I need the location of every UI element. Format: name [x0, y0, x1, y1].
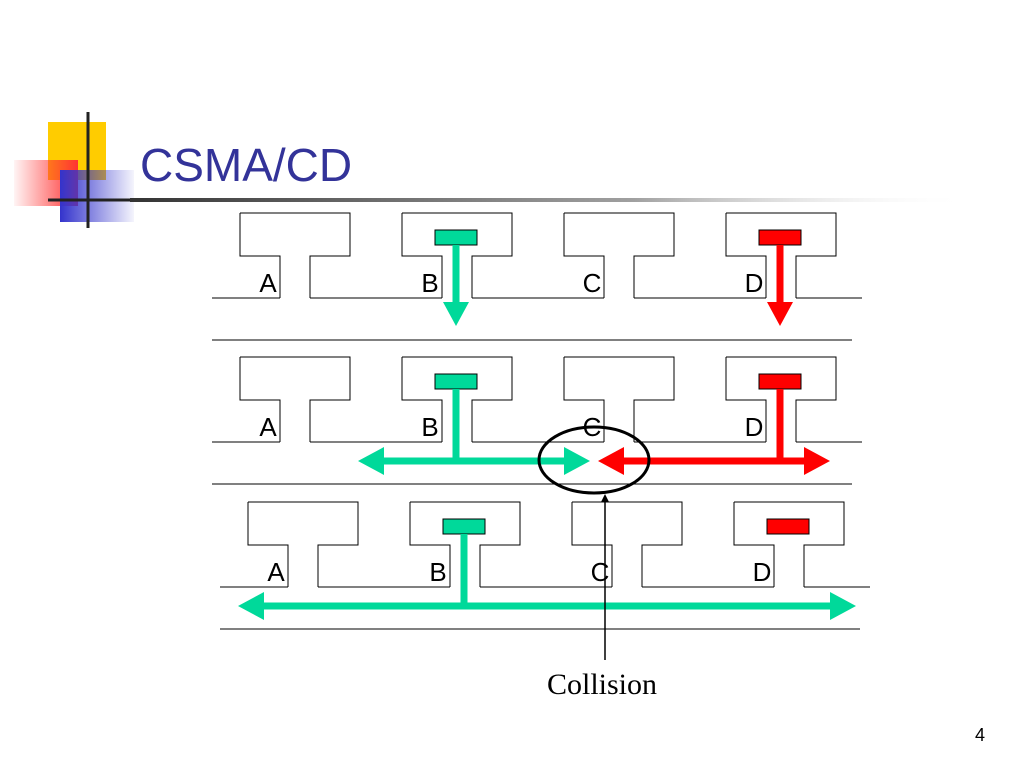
- station-a-outline: [239, 356, 351, 442]
- title-underline: [130, 198, 970, 202]
- station-label-a: A: [267, 557, 285, 587]
- station-d-outline: [725, 212, 837, 298]
- page-number: 4: [975, 725, 986, 745]
- station-b-arrowhead-right: [564, 447, 590, 475]
- diagram-row-3: A B C D: [220, 501, 870, 630]
- station-a-outline: [239, 212, 351, 298]
- station-d-outline: [725, 356, 837, 442]
- station-b-outline: [409, 501, 521, 587]
- station-d-transmitter: [766, 518, 810, 535]
- station-label-b: B: [429, 557, 446, 587]
- station-label-d: D: [745, 268, 764, 298]
- slide-title: CSMA/CD: [140, 139, 353, 191]
- station-label-b: B: [421, 412, 438, 442]
- station-label-c: C: [591, 557, 610, 587]
- station-b-transmitter: [434, 229, 478, 246]
- collision-marker: Collision: [537, 425, 657, 701]
- station-a-outline: [247, 501, 359, 587]
- station-b-outline: [401, 212, 513, 298]
- station-c-outline: [571, 501, 683, 587]
- station-b-arrowhead-left: [238, 592, 264, 620]
- station-label-d: D: [745, 412, 764, 442]
- station-label-c: C: [583, 268, 602, 298]
- station-b-arrowhead-left: [358, 447, 384, 475]
- station-c-outline: [563, 356, 675, 442]
- diagram-row-1: A B C D: [212, 212, 862, 341]
- collision-label: Collision: [547, 668, 657, 701]
- station-d-transmitter: [758, 373, 802, 390]
- title-decoration: [14, 112, 970, 228]
- station-label-a: A: [259, 412, 277, 442]
- station-d-arrowhead-left: [598, 447, 624, 475]
- station-c-outline: [563, 212, 675, 298]
- station-label-a: A: [259, 268, 277, 298]
- deco-blue-square: [60, 170, 134, 222]
- station-d-transmitter: [758, 229, 802, 246]
- collision-circle: [537, 425, 651, 495]
- station-b-arrowhead-right: [830, 592, 856, 620]
- station-b-transmitter: [434, 373, 478, 390]
- station-d-outline: [733, 501, 845, 587]
- station-b-transmitter: [442, 518, 486, 535]
- station-label-b: B: [421, 268, 438, 298]
- station-label-d: D: [753, 557, 772, 587]
- station-d-signal-arrowhead: [767, 302, 793, 326]
- station-b-outline: [401, 356, 513, 442]
- station-d-arrowhead-right: [804, 447, 830, 475]
- station-b-signal-arrowhead: [443, 302, 469, 326]
- collision-pointer-arrowhead: [601, 494, 609, 502]
